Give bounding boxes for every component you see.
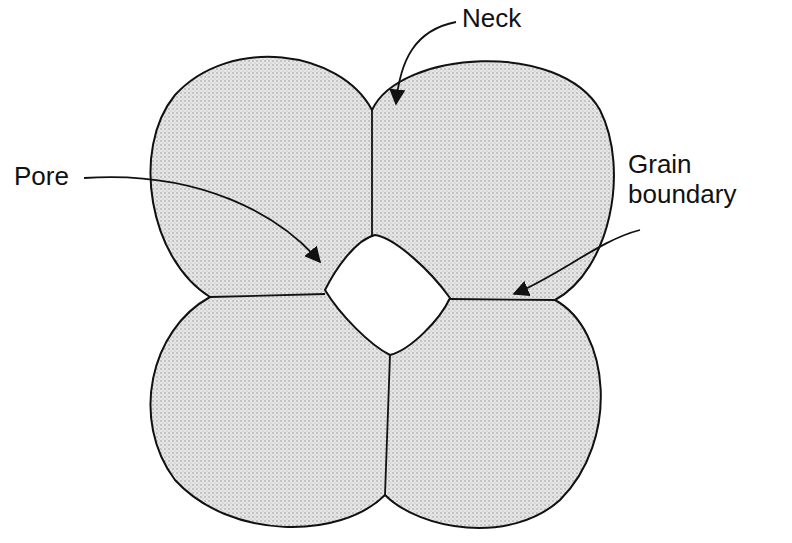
grain-boundary-line — [450, 299, 555, 300]
leader-arrow — [396, 22, 456, 104]
part-label: Neck — [462, 4, 582, 34]
grain-boundaries — [210, 110, 555, 495]
pore-shape — [325, 235, 450, 355]
leader-lines — [84, 22, 640, 294]
part-label: Grain boundary — [628, 150, 778, 210]
leader-arrow — [84, 177, 320, 262]
part-label: Pore — [14, 162, 94, 192]
grain-boundary-line — [210, 294, 325, 297]
leader-arrow — [514, 230, 640, 294]
grain-cluster — [150, 57, 613, 528]
grain-boundary-line — [371, 110, 373, 236]
grain-boundary-line — [385, 355, 390, 495]
